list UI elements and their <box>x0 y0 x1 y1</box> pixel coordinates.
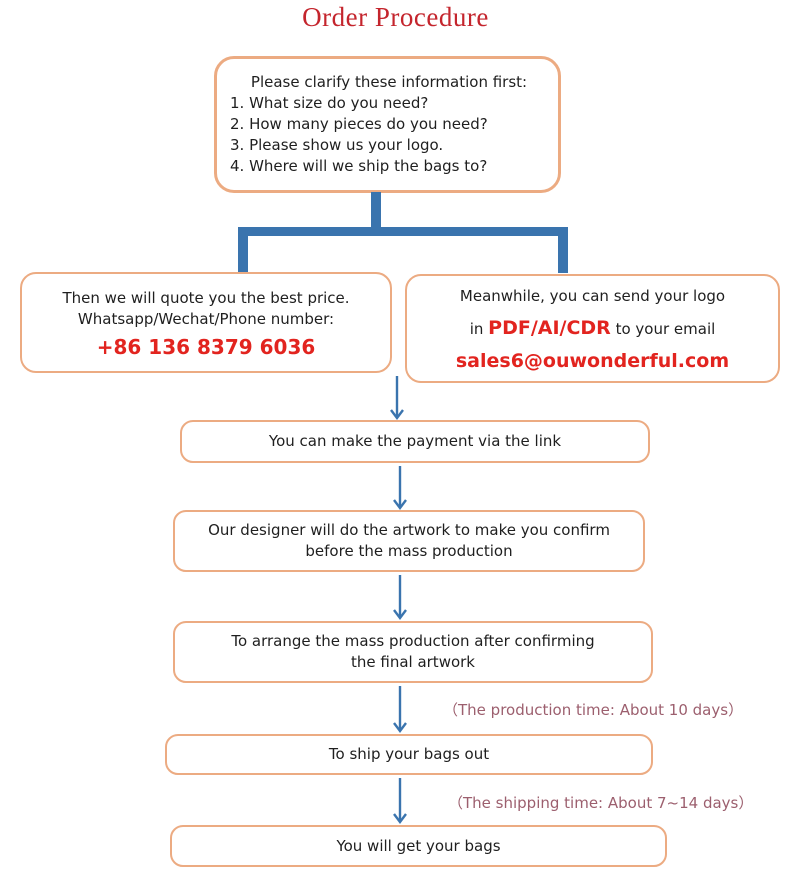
logo-line-1: Meanwhile, you can send your logo <box>459 286 726 305</box>
clarify-heading: Please clarify these information first: <box>250 73 528 91</box>
quote-line-1: Then we will quote you the best price. <box>62 288 350 307</box>
email-address: sales6@ouwonderful.com <box>455 349 730 372</box>
clarify-item-3: 3. Please show us your logo. <box>230 136 444 154</box>
logo-line-2-prefix: in <box>469 319 489 338</box>
payment-text: You can make the payment via the link <box>268 432 562 450</box>
receive-text: You will get your bags <box>336 836 501 855</box>
flow-box-clarify-info: Please clarify these information first: … <box>214 56 561 193</box>
shipping-time-note: （The shipping time: About 7~14 days） <box>448 794 754 812</box>
quote-line-2: Whatsapp/Wechat/Phone number: <box>77 309 335 328</box>
logo-line-2: in PDF/AI/CDR to your email <box>469 316 716 340</box>
down-arrow-icon <box>390 376 404 420</box>
connector-right-drop <box>558 227 568 273</box>
flow-box-send-logo: Meanwhile, you can send your logo in PDF… <box>405 274 780 383</box>
down-arrow-icon <box>393 778 407 824</box>
design-line-1: Our designer will do the artwork to make… <box>208 521 610 539</box>
clarify-item-1: 1. What size do you need? <box>230 94 429 112</box>
phone-number: +86 136 8379 6036 <box>96 334 316 359</box>
design-line-2: before the mass production <box>305 542 513 560</box>
logo-line-2-suffix: to your email <box>610 319 716 338</box>
file-formats: PDF/AI/CDR <box>488 316 611 339</box>
clarify-item-4: 4. Where will we ship the bags to? <box>230 157 488 175</box>
connector-stem <box>371 192 381 232</box>
flow-box-ship-out: To ship your bags out <box>165 734 653 775</box>
flow-box-artwork-confirm: Our designer will do the artwork to make… <box>173 510 645 572</box>
page-title: Order Procedure <box>302 2 489 32</box>
production-line-1: To arrange the mass production after con… <box>231 632 595 650</box>
down-arrow-icon <box>393 686 407 733</box>
connector-left-drop <box>238 227 248 273</box>
clarify-item-2: 2. How many pieces do you need? <box>230 115 488 133</box>
connector-horizontal-bar <box>238 227 568 236</box>
flow-box-mass-production: To arrange the mass production after con… <box>173 621 653 683</box>
flow-box-payment: You can make the payment via the link <box>180 420 650 463</box>
ship-text: To ship your bags out <box>328 745 490 763</box>
flow-box-quote-price: Then we will quote you the best price. W… <box>20 272 392 373</box>
down-arrow-icon <box>393 466 407 510</box>
down-arrow-icon <box>393 575 407 620</box>
production-line-2: the final artwork <box>350 653 475 671</box>
production-time-note: （The production time: About 10 days） <box>443 701 744 719</box>
flow-box-receive-bags: You will get your bags <box>170 825 667 867</box>
